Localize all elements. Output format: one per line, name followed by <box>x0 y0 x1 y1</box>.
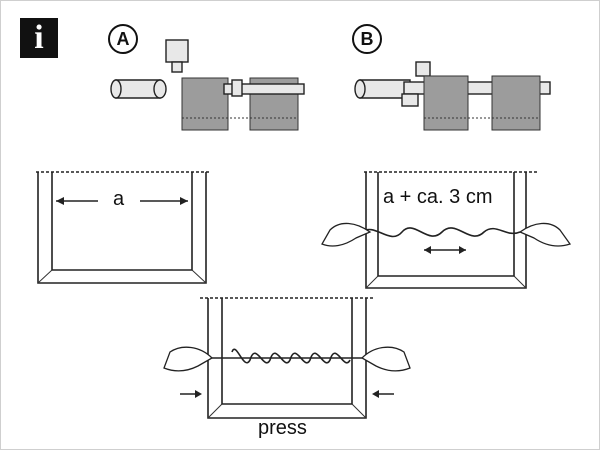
spring-wire <box>361 227 521 238</box>
curtain-panel <box>491 75 541 131</box>
gathered-curtain <box>231 348 351 364</box>
step-a-label: A <box>108 24 138 54</box>
width-label: a <box>113 188 125 210</box>
hand-icon <box>360 346 411 372</box>
step-b-label: B <box>352 24 382 54</box>
hand-icon <box>321 222 372 247</box>
window-measure <box>36 171 210 284</box>
window-press <box>163 297 411 419</box>
press-label: press <box>258 417 307 439</box>
hand-icon <box>163 346 214 372</box>
step-a-illustration <box>110 39 305 131</box>
curtain-panel <box>423 75 469 131</box>
wall-bracket <box>415 61 431 77</box>
curtain-rod <box>223 83 305 95</box>
wall-bracket <box>165 39 189 63</box>
extra-length-label: a + ca. 3 cm <box>383 186 493 208</box>
curtain-panel <box>181 77 229 131</box>
info-icon: i <box>20 18 58 58</box>
hand-icon <box>518 222 572 247</box>
window-stretch <box>321 171 572 289</box>
step-b-illustration <box>354 61 551 131</box>
